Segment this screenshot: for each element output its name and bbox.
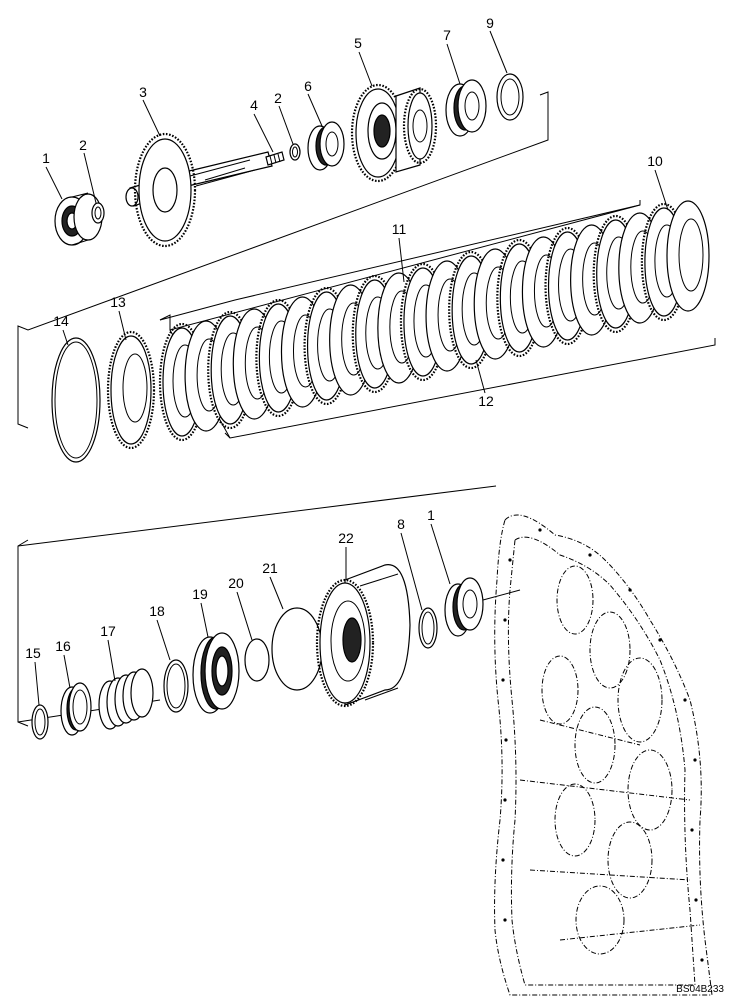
plate-13[interactable] [106,330,156,450]
label-18: 18 [149,603,165,619]
bearing-7[interactable] [445,79,487,137]
label-2-left: 2 [79,137,87,153]
label-20: 20 [228,575,244,591]
label-8: 8 [397,516,405,532]
label-1-top: 1 [42,150,50,166]
callout-labels: 1 2 3 4 2 6 5 7 9 10 11 12 13 14 15 16 1… [25,15,663,661]
label-1-bottom: 1 [427,507,435,523]
snap-ring-8[interactable] [418,607,438,649]
bearing-6[interactable] [307,121,345,171]
label-22: 22 [338,530,354,546]
clutch-disc-stack [158,200,710,442]
seal-ring-18[interactable] [163,659,189,713]
gear-hub-5[interactable] [350,83,438,183]
label-16: 16 [55,638,71,654]
label-15: 15 [25,645,41,661]
snap-ring-2-left[interactable] [91,202,105,224]
label-14: 14 [53,313,69,329]
pin-4[interactable] [265,151,285,166]
transmission-housing [494,514,713,996]
piston-19[interactable] [192,632,240,714]
drum-22[interactable] [315,564,411,708]
snap-ring-15[interactable] [31,704,49,740]
label-11: 11 [392,221,407,237]
bearing-1-bottom[interactable] [444,577,521,637]
shaft-gear-3[interactable] [125,132,273,248]
label-12: 12 [478,393,494,409]
label-10: 10 [647,153,663,169]
label-17: 17 [100,623,116,639]
label-5: 5 [354,35,362,51]
label-9: 9 [486,15,494,31]
snap-ring-2-right[interactable] [289,143,301,161]
leader-lines [34,30,669,706]
o-ring-14[interactable] [51,337,101,463]
label-4: 4 [250,97,258,113]
snap-ring-9[interactable] [496,73,524,121]
ring-16[interactable] [60,682,92,736]
o-ring-20[interactable] [244,638,270,682]
steel-disc[interactable] [666,200,710,312]
label-2-right: 2 [274,90,282,106]
o-ring-21[interactable] [271,607,323,691]
label-6: 6 [304,78,312,94]
label-13: 13 [110,294,126,310]
label-21: 21 [262,560,278,576]
bearing-1-top[interactable] [54,192,103,246]
label-19: 19 [192,586,208,602]
label-3: 3 [139,84,147,100]
spring-pack-17[interactable] [98,668,154,730]
label-7: 7 [443,27,451,43]
drawing-code: BS04B233 [676,984,724,995]
